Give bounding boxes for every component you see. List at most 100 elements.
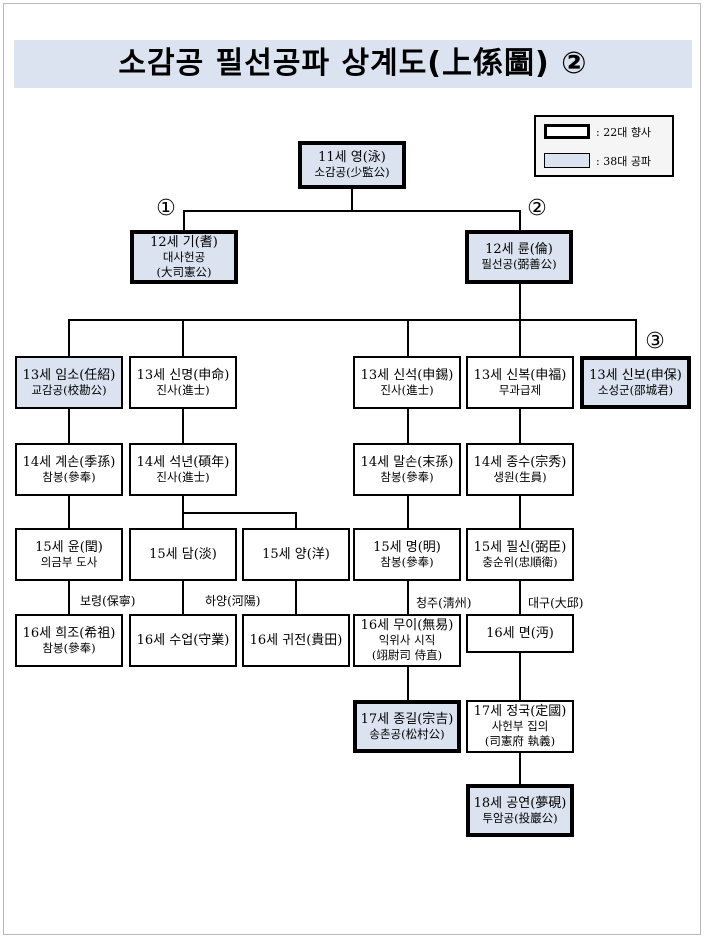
legend: : 22대 향사 : 38대 공파 (534, 115, 674, 177)
marker-1: ① (156, 196, 176, 221)
connector (68, 408, 70, 443)
connector (519, 210, 521, 230)
connector (183, 210, 185, 230)
node-title-2: (翊尉司 侍直) (371, 648, 443, 662)
node-title: 송촌공(松村公) (369, 726, 445, 741)
connector (519, 282, 521, 320)
node-name: 16세 면(沔) (486, 626, 554, 641)
node-name: 17세 정국(定國) (473, 704, 567, 719)
node-name: 13세 신석(申錫) (360, 367, 454, 383)
connector (182, 408, 184, 443)
node-name: 16세 귀전(貴田) (249, 633, 343, 648)
title-banner: 소감공 필선공파 상계도(上係圖) ② (14, 40, 692, 88)
connector (519, 495, 521, 528)
node-16-hoejo: 16세 희조(希祖) 참봉(參奉) (15, 614, 123, 667)
node-title: 충순위(忠順衛) (482, 554, 558, 569)
connector (182, 512, 297, 514)
node-name: 14세 종수(宗秀) (473, 454, 567, 470)
node-14-gyeson: 14세 계손(季孫) 참봉(參奉) (15, 443, 123, 496)
node-name: 14세 계손(季孫) (22, 454, 116, 470)
node-13-sinmyeong: 13세 신명(申命) 진사(進士) (129, 356, 237, 409)
node-16-mui: 16세 무이(無易) 익위사 시직 (翊尉司 侍直) (353, 614, 461, 667)
node-14-jongsu: 14세 종수(宗秀) 생원(生員) (466, 443, 574, 496)
node-name: 15세 담(淡) (149, 547, 217, 562)
node-16-sueop: 16세 수업(守業) (129, 614, 237, 667)
node-name: 18세 공연(夢硯) (473, 795, 567, 811)
connector (519, 319, 521, 356)
node-name: 13세 신보(申保) (589, 367, 682, 383)
legend-swatch-bold (544, 124, 590, 139)
node-title: 교감공(校勘公) (31, 382, 107, 397)
node-name: 11세 영(泳) (318, 150, 386, 165)
node-name: 13세 신복(申福) (473, 367, 567, 383)
node-name: 16세 무이(無易) (360, 618, 454, 633)
place-label: 하양(河陽) (205, 594, 261, 608)
node-13-imso: 13세 임소(任紹) 교감공(校勘公) (15, 356, 123, 409)
node-title: 진사(進士) (380, 382, 434, 397)
connector (519, 580, 521, 614)
node-14-seoknyeon: 14세 석년(碩年) 진사(進士) (129, 443, 237, 496)
node-17-jonggil: 17세 종길(宗吉) 송촌공(松村公) (353, 700, 461, 753)
node-name: 16세 수업(守業) (136, 633, 230, 648)
node-18-gongyeon: 18세 공연(夢硯) 투암공(投巖公) (466, 784, 574, 837)
connector (635, 319, 637, 356)
node-title: 참봉(參奉) (42, 469, 96, 484)
page-frame (3, 3, 701, 935)
connector (519, 652, 521, 700)
node-title: 익위사 시직 (378, 633, 436, 647)
node-15-myeong: 15세 명(明) 참봉(參奉) (353, 528, 461, 581)
connector (182, 580, 184, 614)
connector (68, 319, 70, 356)
node-title: 투암공(投巖公) (482, 810, 558, 825)
node-title: 대사헌공 (162, 249, 206, 264)
node-12-gi: 12세 기(耆) 대사헌공 (大司憲公) (130, 230, 238, 284)
node-name: 12세 기(耆) (150, 234, 218, 250)
marker-2: ② (527, 196, 547, 221)
connector (182, 495, 184, 528)
connector (407, 319, 409, 356)
node-12-ryun: 12세 륜(倫) 필선공(弼善公) (465, 230, 573, 284)
legend-swatch-blue (544, 153, 590, 168)
node-name: 15세 명(明) (373, 539, 441, 555)
node-name: 13세 신명(申命) (136, 367, 230, 383)
node-name: 15세 윤(閏) (35, 539, 103, 555)
node-13-sinseok: 13세 신석(申錫) 진사(進士) (353, 356, 461, 409)
page-title: 소감공 필선공파 상계도(上係圖) ② (118, 46, 588, 81)
node-name: 14세 말손(末孫) (360, 454, 454, 470)
node-title: 참봉(參奉) (380, 469, 434, 484)
connector (182, 319, 184, 356)
node-name: 12세 륜(倫) (485, 242, 553, 257)
place-label: 보령(保寧) (80, 594, 136, 608)
node-name: 14세 석년(碩年) (136, 454, 230, 470)
legend-label-2: : 38대 공파 (596, 155, 652, 168)
node-16-myeon: 16세 면(沔) (466, 614, 574, 653)
node-11-yeong: 11세 영(泳) 소감공(少監公) (298, 141, 406, 189)
marker-3: ③ (645, 329, 665, 354)
node-name: 13세 임소(任紹) (22, 367, 116, 383)
connector (295, 512, 297, 528)
connector (351, 188, 353, 211)
node-13-sinbok: 13세 신복(申福) 무과급제 (466, 356, 574, 409)
connector (68, 319, 637, 321)
connector (68, 495, 70, 528)
connector (295, 580, 297, 614)
node-name: 17세 종길(宗吉) (360, 711, 454, 727)
node-name: 15세 양(洋) (262, 547, 330, 562)
node-title: 참봉(參奉) (380, 554, 434, 569)
node-name: 16세 희조(希祖) (22, 625, 116, 641)
node-name: 15세 필신(弼臣) (473, 539, 567, 555)
connector (68, 580, 70, 614)
node-title: 진사(進士) (156, 469, 210, 484)
node-title: 소성군(邵城君) (597, 382, 674, 397)
node-title: 참봉(參奉) (42, 640, 96, 655)
node-title: 소감공(少監公) (314, 165, 390, 179)
node-title: 필선공(弼善公) (481, 257, 557, 271)
node-17-jeongguk: 17세 정국(定國) 사헌부 집의 (司憲府 執義) (466, 700, 574, 753)
place-label: 청주(淸州) (416, 596, 472, 610)
node-15-pilsin: 15세 필신(弼臣) 충순위(忠順衛) (466, 528, 574, 581)
node-14-malson: 14세 말손(末孫) 참봉(參奉) (353, 443, 461, 496)
node-15-yang: 15세 양(洋) (242, 528, 350, 581)
node-title: 진사(進士) (156, 382, 210, 397)
connector (407, 495, 409, 528)
connector (407, 666, 409, 700)
